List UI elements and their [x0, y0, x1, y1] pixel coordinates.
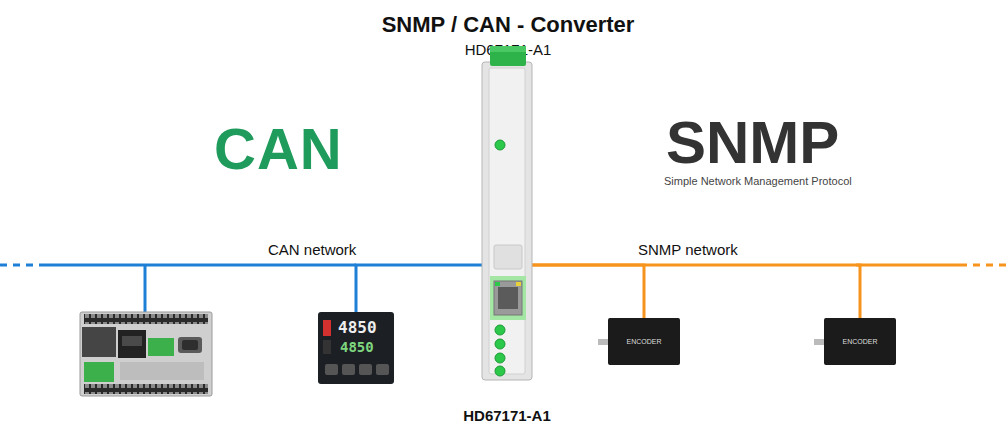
encoder-label: ENCODER [626, 338, 661, 346]
can-bus-extension [0, 265, 356, 312]
converter-device: HD67171-A1 [482, 62, 532, 380]
illustration-shape [495, 282, 500, 286]
network-label: CAN network [268, 241, 356, 258]
illustration-shape [80, 312, 212, 396]
illustration-shape [960, 264, 1008, 267]
illustration-shape [598, 339, 608, 345]
illustration-shape [144, 265, 147, 312]
illustration-shape [148, 338, 174, 356]
network-link [356, 265, 482, 312]
display-value: 4850 [340, 340, 374, 355]
illustration-shape [495, 339, 505, 349]
illustration-shape [490, 46, 526, 52]
illustration-shape [498, 287, 518, 309]
illustration-shape [489, 68, 525, 374]
illustration-shape [342, 364, 355, 375]
encoder-box: ENCODER [608, 318, 680, 365]
device-label: HD67171-A1 [463, 408, 551, 425]
illustration-shape [516, 282, 521, 286]
illustration-shape [814, 339, 824, 345]
illustration-shape [84, 362, 114, 382]
illustration-shape [495, 366, 505, 376]
illustration-shape [120, 362, 204, 380]
illustration-shape [84, 314, 208, 324]
plc-illustration [80, 312, 212, 396]
illustration-shape [376, 364, 389, 375]
illustration-shape [490, 46, 526, 66]
illustration-shape [178, 337, 202, 353]
illustration-shape [118, 330, 146, 358]
illustration-shape [856, 264, 960, 267]
network-link [532, 265, 860, 318]
encoder-box: ENCODER [824, 318, 896, 365]
snmp-bus-extension [856, 265, 1008, 266]
illustration-shape [182, 340, 198, 350]
illustration-shape [494, 281, 522, 315]
diagram-title: SNMP / CAN - Converter [382, 12, 635, 37]
snmp-logo: SNMP [666, 108, 839, 177]
converter-device-outline [482, 62, 532, 380]
illustration-shape [84, 384, 208, 394]
illustration-shape [82, 327, 116, 357]
illustration-shape [495, 325, 505, 335]
illustration-shape [325, 364, 338, 375]
illustration-shape [323, 320, 331, 336]
encoder-label: ENCODER [842, 338, 877, 346]
illustration-shape [323, 340, 331, 354]
display-value: 4850 [338, 319, 377, 337]
network-label: SNMP network [638, 241, 738, 258]
snmp-subtitle: Simple Network Management Protocol [664, 175, 852, 188]
network-link [532, 265, 644, 318]
illustration-shape [0, 264, 40, 267]
temperature-controller: 4850 4850 [318, 312, 394, 384]
illustration-shape [359, 364, 372, 375]
illustration-shape [494, 245, 522, 269]
can-logo: CAN [214, 116, 343, 183]
illustration-shape [495, 353, 505, 363]
illustration-shape [122, 336, 142, 346]
illustration-shape [482, 62, 532, 380]
illustration-shape [495, 140, 505, 150]
illustration-shape [40, 264, 356, 267]
illustration-shape [490, 276, 526, 320]
